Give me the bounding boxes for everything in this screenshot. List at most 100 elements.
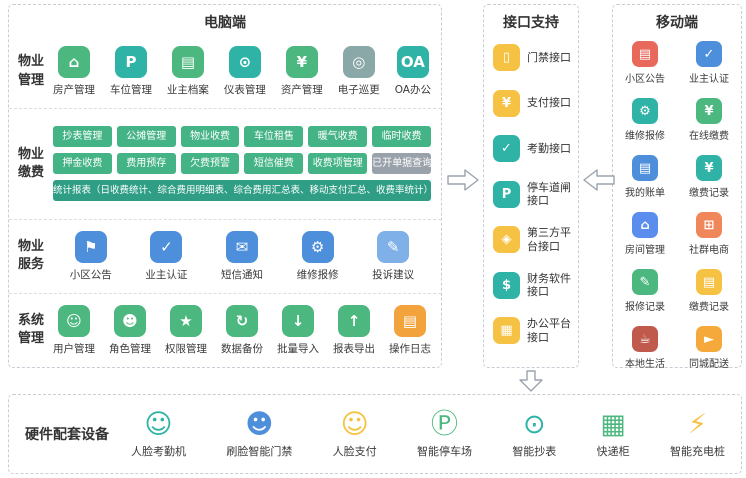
mobile-item: ⊞ 社群电商 [677,212,741,256]
feature-item: P 车位管理 [110,46,152,97]
section-label-property-service: 物业服务 [17,239,44,273]
asset-icon: ¥ [285,46,318,79]
hardware-item: ☺ 人脸支付 [333,409,377,459]
repair-icon: ⚙ [632,98,658,124]
local-life-icon: ☕ [632,326,658,352]
mobile-item-label: 报修记录 [625,302,665,313]
hardware-item: ⚡ 智能充电桩 [670,409,725,459]
mobile-item-label: 同城配送 [689,359,729,370]
mobile-item: ✎ 报修记录 [613,269,677,313]
house-icon: ⌂ [58,46,90,79]
billing-item: 收费项管理 [308,153,368,175]
feature-label: 批量导入 [277,342,319,355]
patrol-icon: ◎ [342,46,375,79]
mobile-item-label: 本地生活 [625,359,665,370]
feature-label: 数据备份 [221,342,263,355]
feature-item: ✎ 投诉建议 [372,230,415,282]
mobile-item: ⌂ 房间管理 [613,212,677,256]
mobile-item-label: 社群电商 [689,245,729,256]
interface-item-label: 考勤接口 [527,141,571,155]
announcement-icon: ⚑ [74,230,107,263]
interface-item-label: 门禁接口 [527,50,571,64]
smart-meter-icon: ⊙ [523,409,546,440]
arrow-pc-to-interface-icon [447,169,479,191]
meter-icon: ⊙ [228,46,261,79]
mobile-item: ¥ 在线缴费 [677,98,741,142]
feature-item: ☺ 用户管理 [53,304,95,356]
interface-panel: 接口支持 ▯ 门禁接口 ¥ 支付接口 ✓ 考勤接口 P 停车道闸接口 ◈ 第三方… [483,4,579,368]
mobile-item-label: 在线缴费 [689,131,729,142]
section-label-property-billing: 物业缴费 [17,146,44,180]
interface-item-label: 停车道闸接口 [527,180,571,208]
feature-label: 房产管理 [53,84,95,97]
hardware-item-label: 智能充电桩 [669,445,725,458]
mobile-item: ► 同城配送 [677,326,741,370]
mobile-item-label: 缴费记录 [689,188,729,199]
face-access-icon: ☻ [245,409,274,440]
mobile-item-label: 房间管理 [625,245,665,256]
door-access-icon: ▯ [493,44,520,72]
billing-item: 费用预存 [116,153,176,175]
property-management-items: ⌂ 房产管理 P 车位管理 ▤ 业主档案 ⊙ 仪表管理 ¥ 资产管理 ◎ 电子巡… [53,46,441,97]
parking-icon: P [114,46,147,79]
hardware-item-label: 智能抄表 [512,445,557,458]
sms-icon: ✉ [225,230,258,263]
suggestion-icon: ✎ [377,230,410,263]
bill-icon: ▤ [632,155,658,181]
interface-item-label: 第三方平台接口 [527,226,571,253]
billing-item: 临时收费 [372,126,431,148]
delivery-icon: ► [696,326,722,352]
billing-item: 物业收费 [180,126,240,148]
attendance-icon: ✓ [493,135,520,163]
payment-history-icon: ▤ [696,269,722,295]
feature-item: ⚙ 维修报修 [297,230,339,282]
system-management-items: ☺ 用户管理 ☻ 角色管理 ★ 权限管理 ↻ 数据备份 ↓ 批量导入 ↑ 报表导… [53,304,441,356]
hardware-item: Ⓟ 智能停车场 [417,409,472,459]
section-system-management: 系统管理 ☺ 用户管理 ☻ 角色管理 ★ 权限管理 ↻ 数据备份 ↓ 批量导入 [9,292,441,367]
interface-panel-title: 接口支持 [503,15,559,31]
log-icon: ▤ [394,304,426,337]
arrow-mobile-to-interface-icon [583,169,615,191]
section-property-management: 物业管理 ⌂ 房产管理 P 车位管理 ▤ 业主档案 ⊙ 仪表管理 ¥ 资产管理 [9,35,441,108]
billing-item: 押金收费 [53,153,112,175]
mobile-item: ⚙ 维修报修 [613,98,677,142]
mobile-item-label: 缴费记录 [689,302,729,313]
owner-auth-icon: ✓ [696,41,722,67]
interface-item-label: 支付接口 [527,96,571,110]
interface-item: $ 财务软件接口 [484,263,578,309]
pc-panel-title: 电脑端 [204,15,246,31]
hardware-item-label: 刷脸智能门禁 [226,445,293,458]
face-attendance-icon: ☺ [144,409,173,440]
interface-item: ¥ 支付接口 [484,81,578,127]
feature-label: 仪表管理 [223,84,266,97]
hardware-items: ☺ 人脸考勤机 ☻ 刷脸智能门禁 ☺ 人脸支付 Ⓟ 智能停车场 ⊙ 智能抄表 ▦… [121,409,725,459]
office-platform-icon: ▦ [493,317,520,345]
mobile-item-label: 我的账单 [625,188,665,199]
feature-item: ▤ 业主档案 [167,46,209,97]
mobile-panel: 移动端 ▤ 小区公告 ✓ 业主认证 ⚙ 维修报修 ¥ 在线缴费 ▤ 我的账单 ¥… [612,4,742,370]
mobile-item-label: 业主认证 [689,74,729,85]
third-party-platform-icon: ◈ [493,226,520,254]
feature-item: ↓ 批量导入 [277,304,319,356]
hardware-item-label: 智能停车场 [416,445,472,458]
feature-item: ★ 权限管理 [165,304,207,356]
feature-label: 小区公告 [69,268,112,281]
interface-item: ◈ 第三方平台接口 [484,217,578,263]
interface-item: ✓ 考勤接口 [484,126,578,172]
hardware-item: ⊙ 智能抄表 [512,409,556,459]
oa-office-icon: OA [396,46,429,79]
feature-item: ▤ 操作日志 [389,304,431,356]
owner-auth-icon: ✓ [150,230,183,263]
hardware-item-label: 快递柜 [596,445,630,458]
feature-label: 投诉建议 [372,268,415,281]
repair-record-icon: ✎ [632,269,658,295]
arrow-interface-to-hardware-icon [519,370,543,392]
feature-label: 操作日志 [389,342,431,355]
billing-item: 车位租售 [244,126,304,148]
feature-label: 电子巡更 [337,84,380,97]
mobile-item: ☕ 本地生活 [613,326,677,370]
section-property-billing: 物业缴费 抄表管理 公摊管理 物业收费 车位租售 暖气收费 临时收费 押金收费 … [9,108,441,219]
section-label-property-management: 物业管理 [17,54,44,88]
interface-item: ▯ 门禁接口 [484,35,578,81]
pc-panel: 电脑端 物业管理 ⌂ 房产管理 P 车位管理 ▤ 业主档案 ⊙ 仪表管理 ¥ 资… [8,4,442,368]
